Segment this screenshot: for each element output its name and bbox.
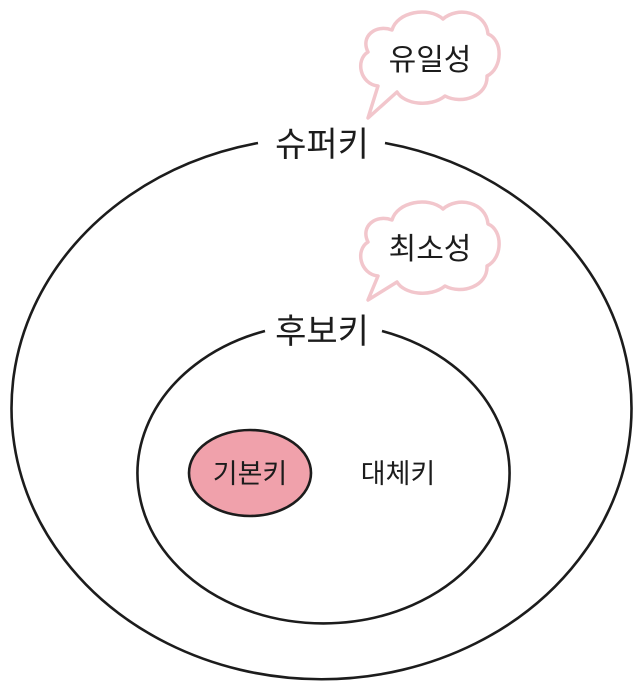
primary-key-label: 기본키 <box>213 459 288 490</box>
minimality-cloud <box>358 200 501 302</box>
uniqueness-cloud <box>358 10 501 120</box>
minimality-label: 최소성 <box>389 232 472 267</box>
alternate-key-label: 대체키 <box>361 459 436 490</box>
primary-key-ellipse <box>187 428 313 518</box>
candidate-key-circle <box>136 329 511 625</box>
super-key-circle <box>10 141 633 681</box>
super-key-label: 슈퍼키 <box>275 125 369 165</box>
uniqueness-label: 유일성 <box>389 43 472 78</box>
candidate-key-label: 후보키 <box>275 312 369 352</box>
